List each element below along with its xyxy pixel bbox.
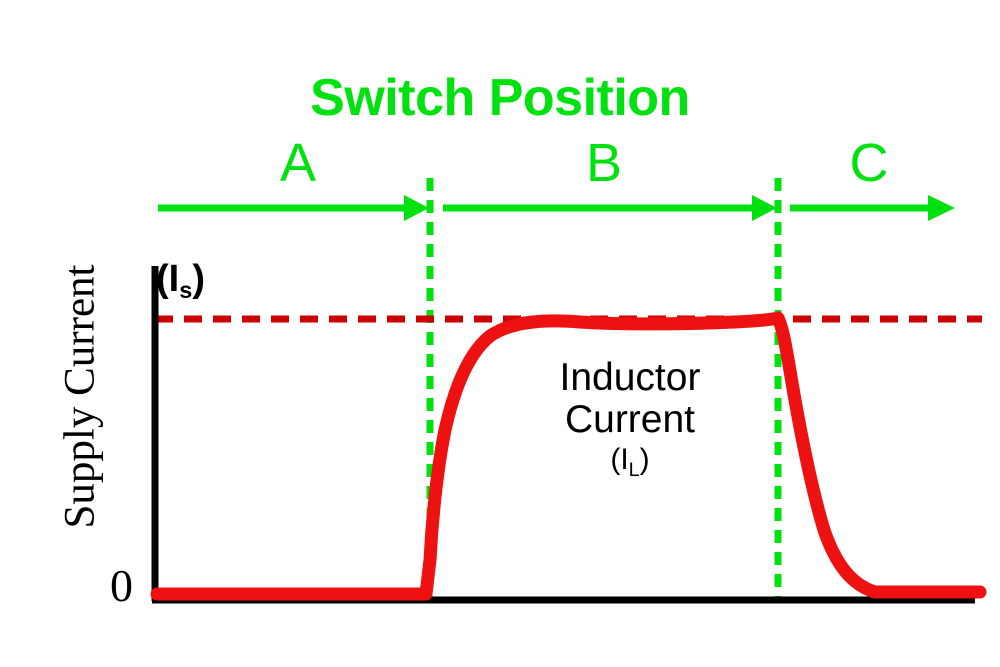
- y-axis-label: Supply Current: [56, 264, 104, 529]
- region-label-a: A: [279, 133, 317, 193]
- il-subscript: L: [628, 459, 640, 482]
- region-arrow-c: [790, 195, 955, 221]
- is-suffix: ): [192, 258, 205, 300]
- is-prefix: (I: [156, 258, 180, 300]
- region-label-c: C: [849, 133, 889, 193]
- inductor-current-curve: [150, 311, 987, 601]
- region-arrow-b: [443, 195, 777, 221]
- is-subscript: s: [179, 277, 193, 303]
- il-suffix: ): [639, 443, 650, 477]
- annotation-line-2: Current: [564, 397, 696, 441]
- page-title: Switch Position: [310, 69, 690, 127]
- region-arrow-a: [158, 195, 429, 221]
- annotation-line-1: Inductor: [559, 356, 701, 399]
- il-prefix: (I: [610, 443, 629, 477]
- inductor-current-annotation: Inductor Current (IL): [505, 356, 755, 481]
- supply-current-symbol-label: (Is): [156, 258, 205, 302]
- region-label-b: B: [585, 133, 623, 193]
- y-axis-zero-tick: 0: [110, 560, 133, 611]
- annotation-symbol: (IL): [505, 443, 755, 481]
